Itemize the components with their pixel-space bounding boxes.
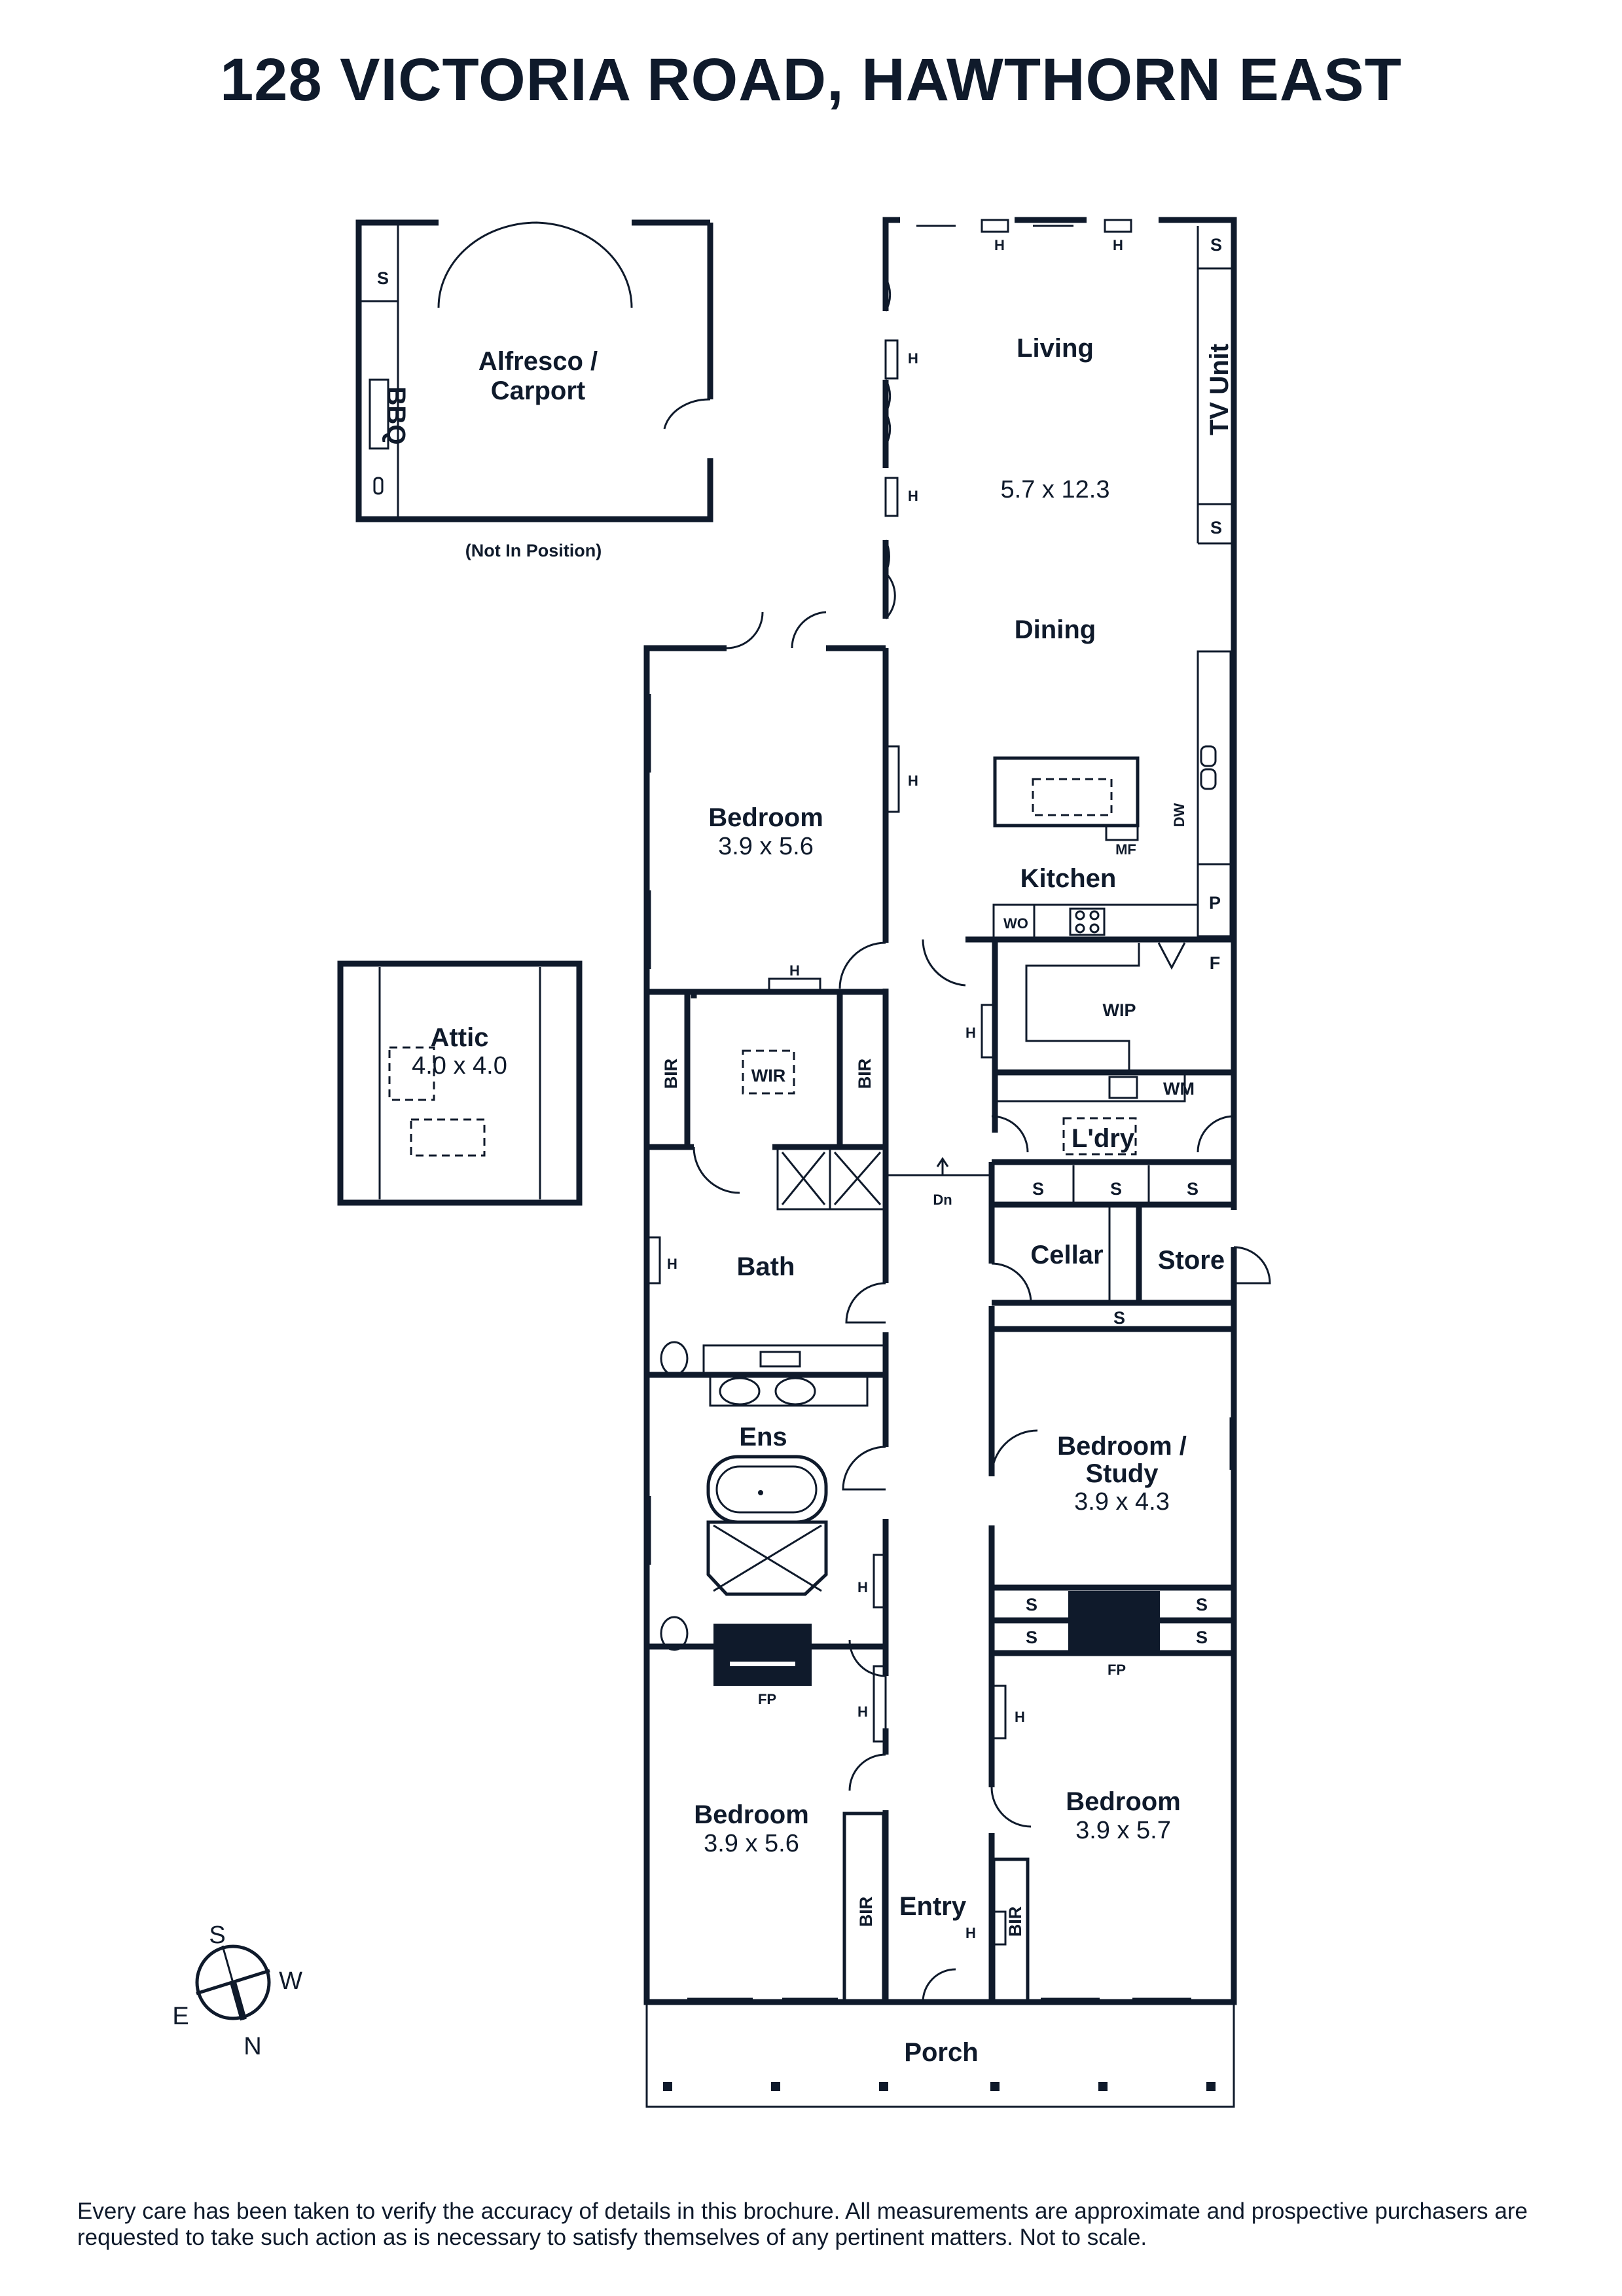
- shelf-label: S: [1210, 518, 1222, 538]
- compass-n: N: [243, 2033, 261, 2060]
- house-walls: [643, 217, 1237, 2005]
- alfresco-structure: [355, 219, 713, 522]
- living-label: Living: [1017, 334, 1094, 363]
- alfresco-label-1: Alfresco /: [478, 347, 598, 376]
- heater-label: H: [789, 962, 800, 979]
- shelf-label: S: [1113, 1308, 1125, 1328]
- dining-label: Dining: [1015, 615, 1096, 644]
- bedroom-study-label-1: Bedroom /: [1057, 1432, 1187, 1461]
- entry-label: Entry: [899, 1892, 967, 1921]
- bir-label-front-left: BIR: [856, 1897, 876, 1927]
- bedroom-main-label: Bedroom: [708, 803, 823, 832]
- bbq-label: BBQ: [382, 387, 410, 445]
- heater-label: H: [1113, 237, 1123, 253]
- bedroom-main-dims: 3.9 x 5.6: [718, 833, 814, 860]
- shelf-label: S: [377, 268, 389, 288]
- bedroom-study-dims: 3.9 x 4.3: [1074, 1488, 1170, 1516]
- heater-label: H: [908, 350, 918, 367]
- compass-e: E: [172, 2003, 189, 2030]
- attic-dims: 4.0 x 4.0: [412, 1052, 507, 1080]
- heater-label: H: [667, 1256, 677, 1272]
- wip-label: WIP: [1103, 1000, 1136, 1020]
- bir-label-main-left: BIR: [661, 1059, 681, 1089]
- porch-label: Porch: [904, 2038, 978, 2067]
- door-swings: [693, 278, 1271, 2003]
- alfresco-label-2: Carport: [491, 376, 585, 405]
- fireplace-label-right: FP: [1108, 1662, 1126, 1678]
- bath-label: Bath: [737, 1252, 795, 1281]
- bedroom-front-right-label: Bedroom: [1066, 1787, 1181, 1816]
- wir-label: WIR: [751, 1066, 785, 1085]
- compass-s: S: [209, 1922, 225, 1949]
- heater-label: H: [965, 1025, 976, 1041]
- bedroom-front-left-label: Bedroom: [694, 1800, 809, 1829]
- kitchen-label: Kitchen: [1020, 864, 1117, 893]
- shelf-label: S: [1032, 1179, 1044, 1199]
- washing-machine-label: WM: [1163, 1079, 1195, 1099]
- stairs-down-label: Dn: [933, 1192, 952, 1208]
- pantry-label: P: [1209, 893, 1221, 913]
- shelf-label: S: [1210, 235, 1222, 255]
- laundry-label: L'dry: [1072, 1124, 1135, 1153]
- attic-label: Attic: [431, 1023, 489, 1052]
- disclaimer: Every care has been taken to verify the …: [77, 2198, 1528, 2250]
- shelf-label: S: [1026, 1595, 1037, 1614]
- wall-oven-label: WO: [1003, 915, 1028, 932]
- shelf-label: S: [1187, 1179, 1198, 1199]
- heater-label: H: [908, 773, 918, 789]
- tv-unit-label: TV Unit: [1205, 344, 1234, 435]
- bedroom-front-right-dims: 3.9 x 5.7: [1075, 1817, 1171, 1844]
- dishwasher-label: DW: [1171, 803, 1187, 827]
- cellar-label: Cellar: [1030, 1241, 1103, 1269]
- shelf-label: S: [1110, 1179, 1122, 1199]
- heater-label: H: [857, 1579, 868, 1595]
- compass: [195, 1944, 271, 2021]
- fridge-label: F: [1210, 953, 1221, 973]
- shelf-label: S: [1196, 1595, 1208, 1614]
- bir-label-main-right: BIR: [855, 1059, 874, 1089]
- interior-fixtures: [645, 219, 1235, 2108]
- bedroom-front-left-dims: 3.9 x 5.6: [704, 1830, 799, 1857]
- fireplace-label-left: FP: [758, 1691, 776, 1707]
- microwave-label: MF: [1115, 841, 1136, 858]
- heater-label: H: [1015, 1709, 1025, 1725]
- bir-label-front-right: BIR: [1005, 1906, 1025, 1937]
- living-dims: 5.7 x 12.3: [1001, 476, 1110, 503]
- attic-structure: [337, 960, 583, 1206]
- heater-label: H: [857, 1704, 868, 1720]
- store-label: Store: [1158, 1246, 1225, 1275]
- shelf-label: S: [1196, 1628, 1208, 1647]
- page-title: 128 VICTORIA ROAD, HAWTHORN EAST: [220, 46, 1402, 113]
- heater-label: H: [994, 237, 1005, 253]
- alfresco-note: (Not In Position): [465, 541, 602, 560]
- compass-w: W: [279, 1967, 302, 1995]
- ens-label: Ens: [739, 1423, 787, 1451]
- bedroom-study-label-2: Study: [1085, 1459, 1159, 1488]
- heater-label: H: [908, 488, 918, 504]
- heater-label: H: [965, 1925, 976, 1941]
- shelf-label: S: [1026, 1628, 1037, 1647]
